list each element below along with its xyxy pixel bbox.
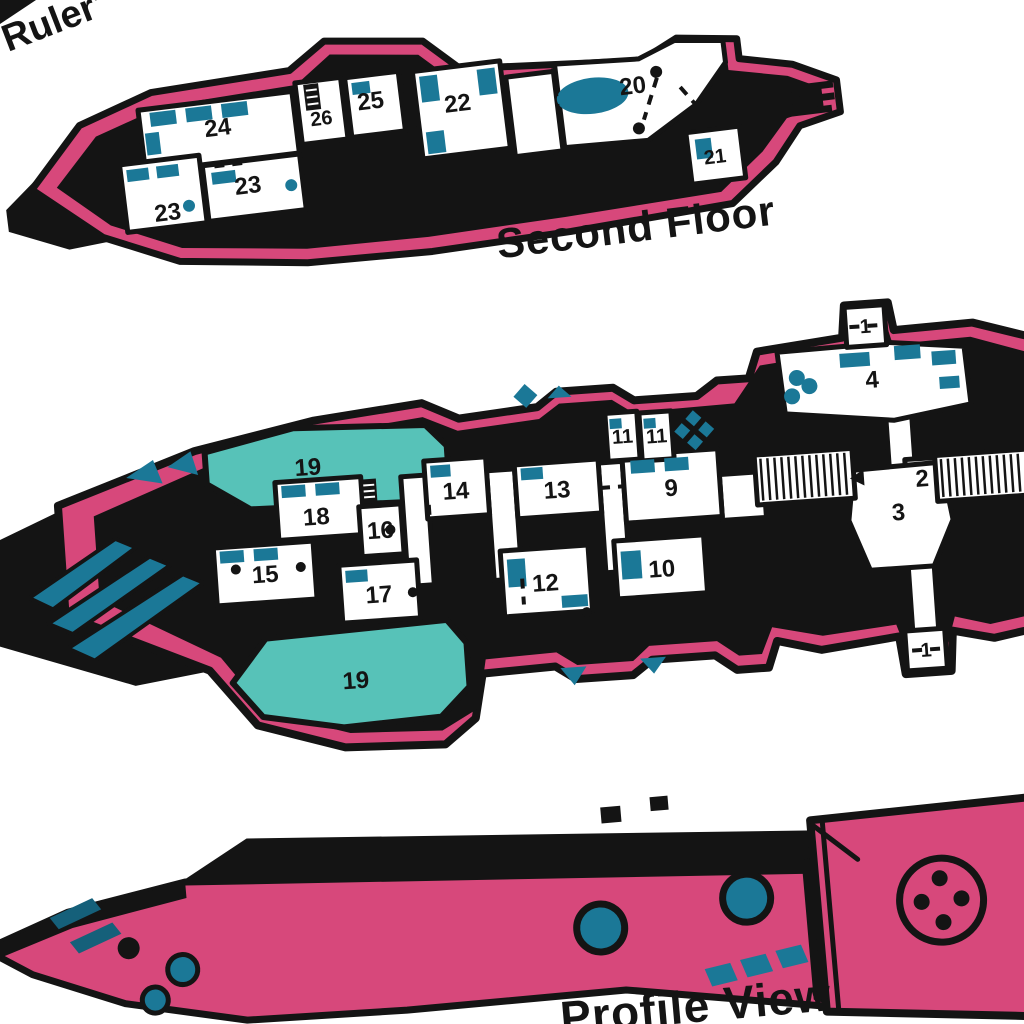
room-label-9: 9 xyxy=(664,475,679,503)
engine-housing xyxy=(806,786,1024,1022)
room-label-1b: 1 xyxy=(920,639,933,662)
room-label-19a: 19 xyxy=(294,453,323,482)
nose-grill xyxy=(784,80,835,118)
ladder-icon xyxy=(360,478,378,504)
room-label-11a: 11 xyxy=(611,426,634,449)
room-label-14: 14 xyxy=(442,477,471,506)
room-label-26: 26 xyxy=(309,107,334,132)
antenna-knob xyxy=(649,795,669,812)
room-label-13: 13 xyxy=(543,476,572,505)
room-label-3: 3 xyxy=(891,499,906,527)
room-label-19b: 19 xyxy=(342,667,371,696)
main-floor-deckplan: 19 19 18 16 15 17 14 13 12 9 10 11 11 4 … xyxy=(0,298,1024,752)
ship-title: Ruler" xyxy=(0,0,119,60)
ladder-icon xyxy=(303,83,322,111)
doors-dashed xyxy=(315,322,947,653)
room-label-25: 25 xyxy=(356,86,386,116)
room-19-bottom xyxy=(229,616,473,731)
nose-fins xyxy=(49,898,122,954)
corridor xyxy=(905,561,942,636)
hatch-dot xyxy=(632,122,645,135)
diamond-ornament xyxy=(674,410,715,451)
hull-edge-band xyxy=(0,882,187,964)
room-label-21: 21 xyxy=(703,145,728,170)
room-1-top xyxy=(841,302,890,350)
corner-wedge xyxy=(0,0,36,24)
room-labels: 19 19 18 16 15 17 14 13 12 9 10 11 11 4 … xyxy=(251,316,933,696)
room-label-20: 20 xyxy=(618,71,648,101)
room-label-1a: 1 xyxy=(859,316,872,339)
stairs-hatching xyxy=(759,452,849,501)
thruster-dial xyxy=(896,854,988,946)
hatch-dot xyxy=(650,65,663,78)
room-label-24: 24 xyxy=(203,113,233,143)
porthole xyxy=(573,900,629,956)
room-label-23b: 23 xyxy=(153,198,183,228)
portholes xyxy=(117,870,775,1016)
room-label-15: 15 xyxy=(251,561,280,590)
porthole xyxy=(139,984,171,1016)
room-20 xyxy=(551,37,729,151)
room-label-10: 10 xyxy=(648,555,677,584)
hull-side xyxy=(0,866,845,1024)
room-labels: 24 23 23 26 25 22 20 21 xyxy=(153,71,728,228)
room-label-4: 4 xyxy=(865,366,881,394)
room-label-18: 18 xyxy=(302,503,331,532)
stairs-walkway xyxy=(751,445,858,508)
stairs-bridge xyxy=(932,446,1024,504)
hull-vents xyxy=(704,944,809,987)
room-label-16: 16 xyxy=(366,516,395,545)
room-label-22: 22 xyxy=(443,89,473,119)
hull-vents xyxy=(513,383,666,686)
panel-bevel xyxy=(810,822,861,862)
panel-seam xyxy=(819,817,842,1015)
room-label-11b: 11 xyxy=(645,425,668,448)
porthole xyxy=(165,952,201,988)
stairs-hatching xyxy=(939,453,1022,498)
profile-view: Profile View xyxy=(0,786,1024,1024)
porthole-small xyxy=(117,937,140,960)
room-label-2: 2 xyxy=(915,465,930,493)
room-label-12: 12 xyxy=(531,569,560,598)
room-label-23a: 23 xyxy=(233,171,263,201)
second-floor-deckplan: 24 23 23 26 25 22 20 21 Second Floor xyxy=(6,34,844,267)
room-label-17: 17 xyxy=(365,581,394,610)
direction-arrow-icon xyxy=(849,469,865,486)
furniture xyxy=(219,344,960,608)
table-ellipse xyxy=(556,77,629,115)
porthole xyxy=(719,870,775,926)
room-16 xyxy=(356,501,407,560)
furniture xyxy=(126,67,714,212)
engine-chevrons xyxy=(27,451,206,663)
doors-dashed xyxy=(198,68,720,218)
hatch-dots xyxy=(230,524,592,618)
antenna-knob xyxy=(600,805,622,824)
room-1-bottom xyxy=(902,625,950,674)
